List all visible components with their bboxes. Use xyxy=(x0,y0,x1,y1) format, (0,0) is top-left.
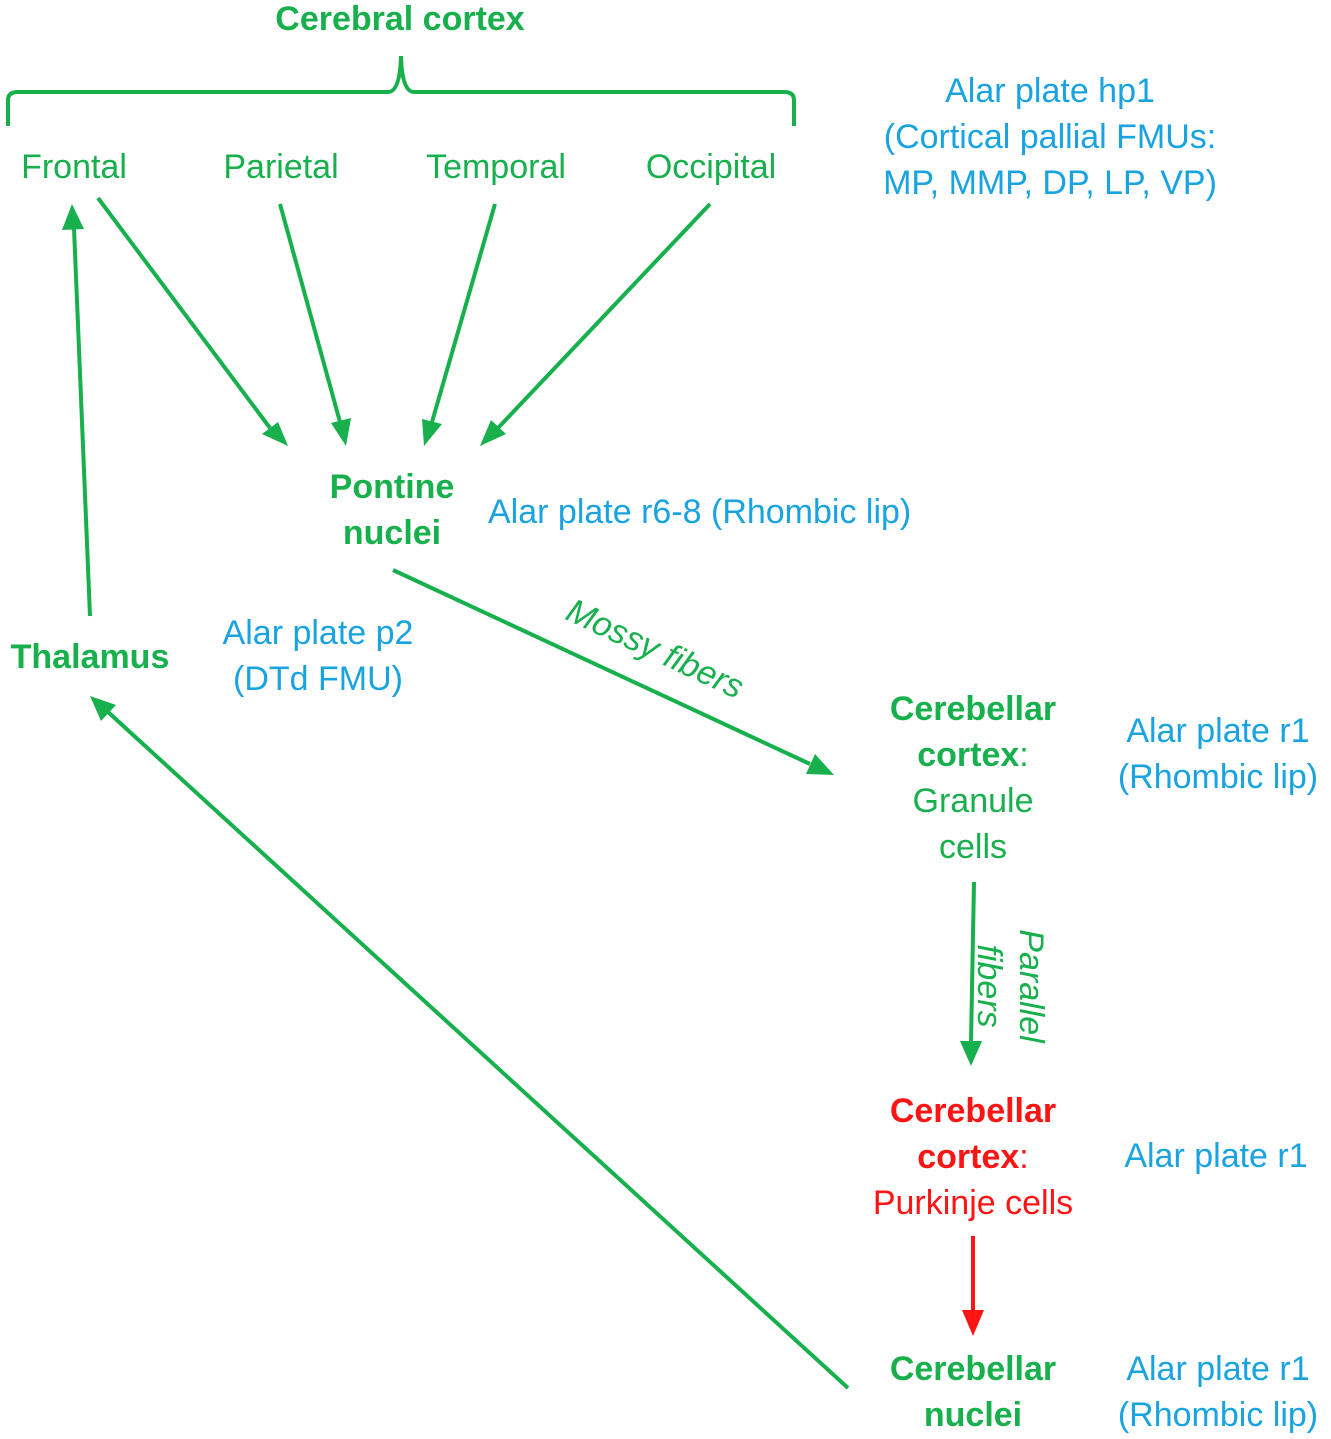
cell-type-line: Purkinje cells xyxy=(872,1184,1074,1222)
parallel-fibers-arrow xyxy=(960,881,982,1066)
label-line: fibers xyxy=(970,944,1008,1028)
origin-line: Alar plate r1 xyxy=(1126,1350,1310,1388)
origin-line: Alar plate hp1 xyxy=(945,72,1155,110)
title-line-with-colon: cortex: xyxy=(850,1134,1096,1180)
thalamus-origin: Alar plate p2 (DTd FMU) xyxy=(198,610,438,702)
cerebral-cortex-title: Cerebral cortex xyxy=(275,0,525,38)
purkinje-to-nuclei-arrow xyxy=(962,1236,984,1336)
mossy-fibers-arrow xyxy=(392,568,834,775)
title-line-with-colon: cortex: xyxy=(860,732,1086,778)
colon: : xyxy=(1019,736,1029,774)
title-line: Cerebellar xyxy=(889,1350,1057,1388)
cerebellar-granule-origin: Alar plate r1 (Rhombic lip) xyxy=(1098,708,1331,800)
lobe-occipital: Occipital xyxy=(645,148,777,186)
origin-line: Alar plate p2 xyxy=(222,614,414,652)
origin-line: MP, MMP, DP, LP, VP) xyxy=(883,164,1217,202)
nuclei-to-thalamus-arrow xyxy=(90,696,850,1390)
title-line: Pontine xyxy=(329,468,455,506)
temporal-to-pontine-arrow xyxy=(422,203,497,446)
origin-line: (DTd FMU) xyxy=(233,660,403,698)
cerebellar-granule-block: Cerebellar cortex: Granule cells xyxy=(860,686,1086,870)
pontine-nuclei-title: Pontine nuclei xyxy=(302,464,482,556)
cell-type-line: Granule xyxy=(912,782,1034,820)
parallel-fibers-label: Parallel fibers xyxy=(968,906,1052,1066)
occipital-to-pontine-arrow xyxy=(480,202,712,446)
title-line: Cerebellar xyxy=(889,1092,1057,1130)
cell-type-line: cells xyxy=(938,828,1008,866)
cerebral-cortex-brace xyxy=(6,55,796,126)
lobe-parietal: Parietal xyxy=(223,148,339,186)
title-line: nuclei xyxy=(342,514,442,552)
origin-line: (Rhombic lip) xyxy=(1117,1396,1319,1434)
pontine-nuclei-origin: Alar plate r6-8 (Rhombic lip) xyxy=(488,493,912,531)
thalamus-to-frontal-arrow xyxy=(62,204,92,617)
title-line: Cerebellar xyxy=(889,690,1057,728)
origin-line: (Cortical pallial FMUs: xyxy=(883,118,1217,156)
cerebral-cortex-origin: Alar plate hp1 (Cortical pallial FMUs: M… xyxy=(830,68,1270,206)
thalamus-title: Thalamus xyxy=(10,638,170,676)
cerebellar-purkinje-origin: Alar plate r1 xyxy=(1124,1137,1308,1175)
origin-line: (Rhombic lip) xyxy=(1117,758,1319,796)
colon: : xyxy=(1019,1138,1029,1176)
origin-line: Alar plate r1 xyxy=(1126,712,1310,750)
cerebellar-nuclei-title: Cerebellar nuclei xyxy=(866,1346,1080,1438)
lobe-temporal: Temporal xyxy=(426,148,566,186)
title-text: cortex xyxy=(917,736,1020,774)
title-line: nuclei xyxy=(923,1396,1023,1434)
title-text: cortex xyxy=(917,1138,1020,1176)
frontal-to-pontine-arrow xyxy=(96,196,288,446)
label-line: Parallel xyxy=(1012,929,1050,1043)
cerebellar-purkinje-block: Cerebellar cortex: Purkinje cells xyxy=(850,1088,1096,1226)
parietal-to-pontine-arrow xyxy=(278,203,351,446)
lobe-frontal: Frontal xyxy=(21,148,127,186)
cerebellar-nuclei-origin: Alar plate r1 (Rhombic lip) xyxy=(1098,1346,1331,1438)
